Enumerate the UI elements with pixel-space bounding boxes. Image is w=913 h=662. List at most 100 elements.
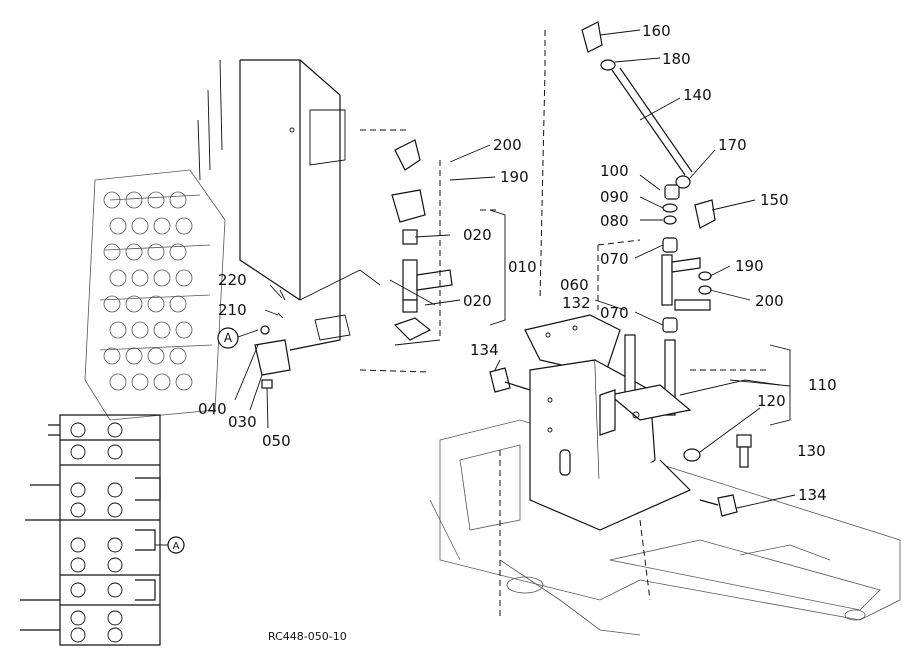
label-150: 150: [760, 191, 789, 209]
label-190b: 190: [735, 257, 764, 275]
detail-port-circle: [70, 582, 86, 598]
label-090: 090: [600, 188, 629, 206]
label-134b: 134: [798, 486, 827, 504]
label-180: 180: [662, 50, 691, 68]
valve-port-circle: [131, 269, 149, 287]
valve-port-circle: [131, 217, 149, 235]
valve-port-circle: [175, 321, 193, 339]
callout-a-detail-label: A: [173, 541, 180, 552]
callout-a-main-label: A: [224, 331, 233, 345]
detail-port-circle: [107, 482, 123, 498]
valve-port-circle: [103, 191, 121, 209]
label-220: 220: [218, 271, 247, 289]
valve-port-circle: [125, 191, 143, 209]
valve-port-circle: [109, 217, 127, 235]
group-060-boundary: [597, 239, 641, 310]
label-170: 170: [718, 136, 747, 154]
label-070b: 070: [600, 304, 629, 322]
control-valve-block: [84, 169, 226, 421]
label-134a: 134: [470, 341, 499, 359]
label-010: 010: [508, 258, 537, 276]
label-130: 130: [797, 442, 826, 460]
detail-port-circle: [107, 422, 123, 438]
label-060: 060: [560, 276, 589, 294]
label-200a: 200: [493, 136, 522, 154]
dashed-boundary-center: [539, 30, 546, 301]
washer-stack: [662, 184, 712, 333]
detail-port-circle: [107, 502, 123, 518]
valve-port-circle: [109, 373, 127, 391]
bushing-120: [683, 448, 701, 462]
plate-030: [254, 289, 291, 389]
valve-port-circle: [175, 217, 193, 235]
callout-a-detail: [167, 536, 185, 554]
valve-port-circle: [125, 295, 143, 313]
linkage-rod-140: [581, 21, 716, 229]
valve-port-circle: [109, 269, 127, 287]
machine-frame-outline: [429, 419, 901, 636]
valve-port-circle: [103, 243, 121, 261]
valve-port-circle: [169, 191, 187, 209]
valve-port-circle: [169, 295, 187, 313]
label-120: 120: [757, 392, 786, 410]
valve-port-circle: [109, 321, 127, 339]
valve-port-circle: [147, 347, 165, 365]
detail-port-circle: [107, 557, 123, 573]
detail-port-circle: [107, 627, 123, 643]
valve-port-circle: [153, 269, 171, 287]
label-200b: 200: [755, 292, 784, 310]
reference-code: RC448-050-10: [268, 630, 347, 643]
valve-port-circle: [175, 373, 193, 391]
label-110: 110: [808, 376, 837, 394]
detail-port-circle: [70, 557, 86, 573]
valve-port-circle: [125, 347, 143, 365]
detail-port-circle: [70, 610, 86, 626]
valve-port-circle: [147, 295, 165, 313]
detail-port-circle: [107, 444, 123, 460]
detail-port-circle: [107, 610, 123, 626]
valve-port-circle: [175, 269, 193, 287]
valve-port-circle: [147, 243, 165, 261]
detail-port-circle: [107, 582, 123, 598]
valve-port-circle: [153, 217, 171, 235]
detail-port-circle: [70, 444, 86, 460]
detail-port-circle: [70, 422, 86, 438]
valve-port-circle: [147, 191, 165, 209]
label-020a: 020: [463, 226, 492, 244]
leader-lines: [234, 29, 796, 509]
label-140: 140: [683, 86, 712, 104]
label-100: 100: [600, 162, 629, 180]
side-panel: [197, 59, 381, 351]
control-stand: [529, 334, 781, 531]
valve-port-circle: [153, 373, 171, 391]
label-030: 030: [228, 413, 257, 431]
valve-port-circle: [153, 321, 171, 339]
valve-port-circle: [103, 347, 121, 365]
label-210: 210: [218, 301, 247, 319]
lever-060: [661, 254, 711, 311]
detail-port-circle: [107, 537, 123, 553]
detail-view-valve: [20, 414, 168, 646]
label-160: 160: [642, 22, 671, 40]
valve-port-circle: [169, 243, 187, 261]
label-050: 050: [262, 432, 291, 450]
bracket-110: [769, 344, 791, 426]
valve-port-circle: [125, 243, 143, 261]
label-190a: 190: [500, 168, 529, 186]
detail-port-circle: [70, 537, 86, 553]
label-080: 080: [600, 212, 629, 230]
detail-port-circle: [70, 482, 86, 498]
label-132: 132: [562, 294, 591, 312]
bracket-010: [489, 209, 506, 326]
label-020b: 020: [463, 292, 492, 310]
bolt-134a: [489, 367, 531, 393]
detail-port-circle: [70, 627, 86, 643]
valve-port-circle: [131, 373, 149, 391]
bolt-130: [736, 434, 752, 468]
valve-port-circle: [131, 321, 149, 339]
lever-assembly-010: [359, 129, 453, 373]
bolt-134b: [699, 494, 738, 517]
label-070a: 070: [600, 250, 629, 268]
label-040: 040: [198, 400, 227, 418]
